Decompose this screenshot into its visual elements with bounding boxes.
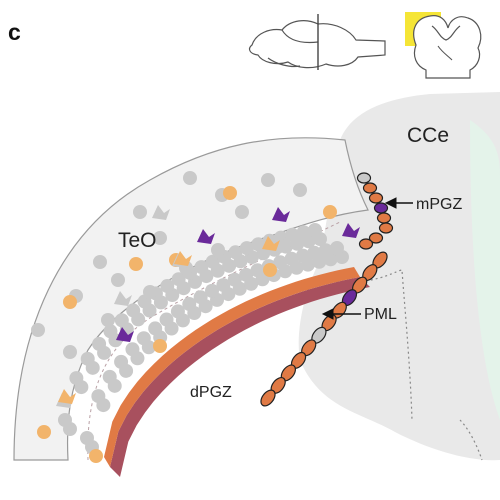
branched-neuron <box>197 229 215 244</box>
gray-neuron <box>133 205 147 219</box>
gray-cell <box>182 297 197 312</box>
branched-neuron <box>174 251 192 266</box>
gray-cell <box>239 267 254 282</box>
gray-cell <box>227 272 242 287</box>
branched-neuron <box>152 205 170 220</box>
mpgz-cell-chain <box>356 172 394 250</box>
pml-cell-chain <box>260 251 388 407</box>
gray-cell <box>148 321 163 336</box>
cce-label: CCe <box>407 124 449 147</box>
gray-cell <box>296 225 311 240</box>
branched-neuron <box>342 223 360 238</box>
gray-cell <box>251 237 266 252</box>
teo-label: TeO <box>118 229 157 252</box>
gray-cell <box>102 369 117 384</box>
gray-cell <box>284 251 299 266</box>
dpgz-label: dPGZ <box>190 384 232 401</box>
green-region <box>470 120 500 420</box>
mpgz-arrow <box>384 197 413 209</box>
orange-neuron <box>37 425 51 439</box>
gray-cell <box>69 371 84 386</box>
branched-neuron <box>58 389 76 404</box>
mpgz-cell <box>373 202 389 214</box>
orange-neuron <box>223 186 237 200</box>
gray-neuron <box>153 231 167 245</box>
gray-cell <box>80 351 95 366</box>
gray-cell <box>295 248 310 263</box>
gray-neuron <box>261 173 275 187</box>
gray-neuron <box>235 205 249 219</box>
gray-cell <box>193 290 208 305</box>
gray-cell <box>114 354 129 369</box>
brain-coronal-icon <box>405 12 482 79</box>
pml-label: PML <box>364 306 397 323</box>
mpgz-cell <box>368 232 384 244</box>
mpgz-cell <box>356 172 372 184</box>
gray-neuron <box>31 323 45 337</box>
tectal-layer-boundary <box>87 221 341 461</box>
brain-lateral-icon <box>248 14 386 70</box>
mpgz-cell <box>376 212 392 224</box>
gray-cell <box>114 313 129 328</box>
gray-cell <box>91 389 106 404</box>
gray-cell <box>205 283 219 298</box>
mauve-band <box>110 277 370 477</box>
mpgz-cell <box>358 238 374 250</box>
gray-neuron <box>63 345 77 359</box>
gray-cell <box>80 431 94 445</box>
gray-cell <box>159 312 174 327</box>
branched-neuron <box>272 207 290 222</box>
gray-neuron <box>101 313 115 327</box>
orange-neuron <box>129 257 143 271</box>
gray-cell <box>194 260 209 275</box>
gray-cell <box>228 245 243 260</box>
gray-cell <box>318 243 333 258</box>
gray-cell <box>205 254 220 269</box>
gray-neuron <box>111 273 125 287</box>
branched-neuron <box>262 236 280 251</box>
gray-cell <box>92 336 107 351</box>
gray-neuron <box>293 183 307 197</box>
gray-cell <box>273 255 288 270</box>
pml-arrow <box>321 308 361 320</box>
gray-cell <box>171 272 186 287</box>
mpgz-cell <box>368 192 384 204</box>
gray-cell <box>126 303 141 318</box>
gray-neuron <box>93 255 107 269</box>
gray-cell <box>216 278 231 293</box>
mpgz-label: mPGZ <box>416 196 462 213</box>
orange-neuron <box>263 263 277 277</box>
mpgz-cell <box>378 222 394 234</box>
orange-neuron <box>89 449 103 463</box>
orange-neuron <box>63 295 77 309</box>
gray-cell <box>125 342 140 357</box>
gray-neuron <box>211 243 225 257</box>
gray-cell <box>250 263 265 278</box>
gray-neuron <box>183 171 197 185</box>
scattered-neurons <box>31 171 360 463</box>
gray-cell <box>285 227 300 242</box>
panel-letter: c <box>8 19 21 45</box>
orange-neuron <box>153 339 167 353</box>
orange-band <box>104 267 360 467</box>
gray-cell <box>136 331 151 346</box>
gray-cell <box>160 279 175 294</box>
branched-neuron <box>114 291 132 306</box>
branched-neuron <box>116 327 134 342</box>
gray-cell <box>308 223 322 237</box>
mpgz-cell <box>362 182 378 194</box>
gray-cell <box>239 241 254 256</box>
gray-cell <box>307 245 322 260</box>
gray-cell <box>170 304 185 319</box>
gray-cell <box>330 241 344 255</box>
gray-cell <box>103 324 118 339</box>
pml-cell <box>260 389 276 407</box>
gray-cell <box>58 413 72 427</box>
gray-neuron <box>143 285 157 299</box>
orange-neuron <box>323 205 337 219</box>
